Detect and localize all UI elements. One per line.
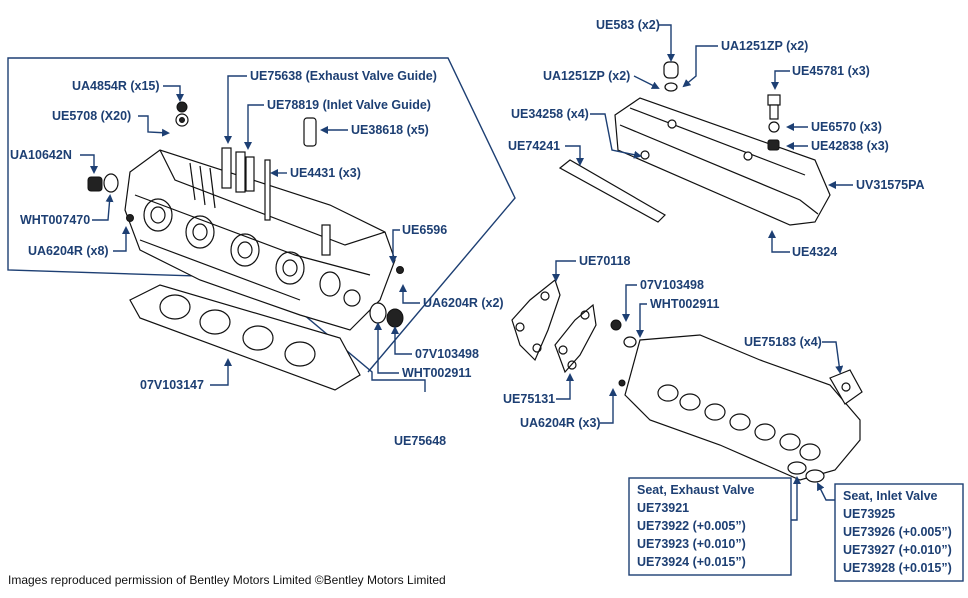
inlet-seat-line: UE73927 (+0.010”)	[843, 543, 952, 557]
inlet-seat-line: UE73925	[843, 507, 895, 521]
callout-ue78819: UE78819 (Inlet Valve Guide)	[267, 98, 431, 112]
exhaust-seat-line: UE73921	[637, 501, 689, 515]
callout-ue75648: UE75648	[394, 434, 446, 448]
cylinder-head-illustration	[87, 101, 404, 331]
callout-ue42838: UE42838 (x3)	[811, 139, 889, 153]
inlet-valve-seat-box: Seat, Inlet Valve UE73925 UE73926 (+0.00…	[817, 482, 964, 582]
callout-ue6596: UE6596	[402, 223, 447, 237]
callout-07v103147: 07V103147	[140, 378, 204, 392]
callout-wht007470: WHT007470	[20, 213, 90, 227]
assembly-frame	[7, 57, 516, 392]
exhaust-seat-line: UE73923 (+0.010”)	[637, 537, 746, 551]
exhaust-valve-seat-box: Seat, Exhaust Valve UE73921 UE73922 (+0.…	[628, 476, 801, 576]
callout-ue34258: UE34258 (x4)	[511, 107, 589, 121]
callout-ue75131: UE75131	[503, 392, 555, 406]
callout-ue38618: UE38618 (x5)	[351, 123, 429, 137]
callout-07v103498-right: 07V103498	[640, 278, 704, 292]
callout-ue45781: UE45781 (x3)	[792, 64, 870, 78]
callout-wht002911-left: WHT002911	[402, 366, 472, 380]
brackets-illustration	[511, 278, 597, 374]
callout-uv31575pa: UV31575PA	[856, 178, 925, 192]
callout-ue75638: UE75638 (Exhaust Valve Guide)	[250, 69, 437, 83]
callout-ue70118: UE70118	[579, 254, 630, 268]
callout-ua6204r-x3: UA6204R (x3)	[520, 416, 601, 430]
head-gasket-illustration	[129, 284, 361, 391]
rocker-cover-illustration	[558, 61, 831, 226]
exhaust-seat-line: UE73922 (+0.005”)	[637, 519, 746, 533]
callout-ue4324: UE4324	[792, 245, 837, 259]
callout-ue583: UE583 (x2)	[596, 18, 660, 32]
callout-ue6570: UE6570 (x3)	[811, 120, 882, 134]
callout-ua6204r-x2: UA6204R (x2)	[423, 296, 504, 310]
callout-ua10642n: UA10642N	[10, 148, 72, 162]
cylinder-head-underside-illustration	[610, 319, 863, 483]
callout-ua1251zp-right: UA1251ZP (x2)	[721, 39, 808, 53]
callout-ue75183: UE75183 (x4)	[744, 335, 822, 349]
callout-ua4854r: UA4854R (x15)	[72, 79, 160, 93]
callout-ue74241: UE74241	[508, 139, 560, 153]
callout-ue5708: UE5708 (X20)	[52, 109, 131, 123]
copyright-notice: Images reproduced permission of Bentley …	[8, 573, 446, 587]
inlet-seat-line: UE73928 (+0.015”)	[843, 561, 952, 575]
callout-ue4431: UE4431 (x3)	[290, 166, 361, 180]
callout-07v103498-left: 07V103498	[415, 347, 479, 361]
inlet-seat-title: Seat, Inlet Valve	[843, 489, 938, 503]
callout-wht002911-right: WHT002911	[650, 297, 720, 311]
inlet-seat-line: UE73926 (+0.005”)	[843, 525, 952, 539]
exhaust-seat-title: Seat, Exhaust Valve	[637, 483, 754, 497]
callout-ua6204r-x8: UA6204R (x8)	[28, 244, 109, 258]
exhaust-seat-line: UE73924 (+0.015”)	[637, 555, 746, 569]
callout-ua1251zp-left: UA1251ZP (x2)	[543, 69, 630, 83]
